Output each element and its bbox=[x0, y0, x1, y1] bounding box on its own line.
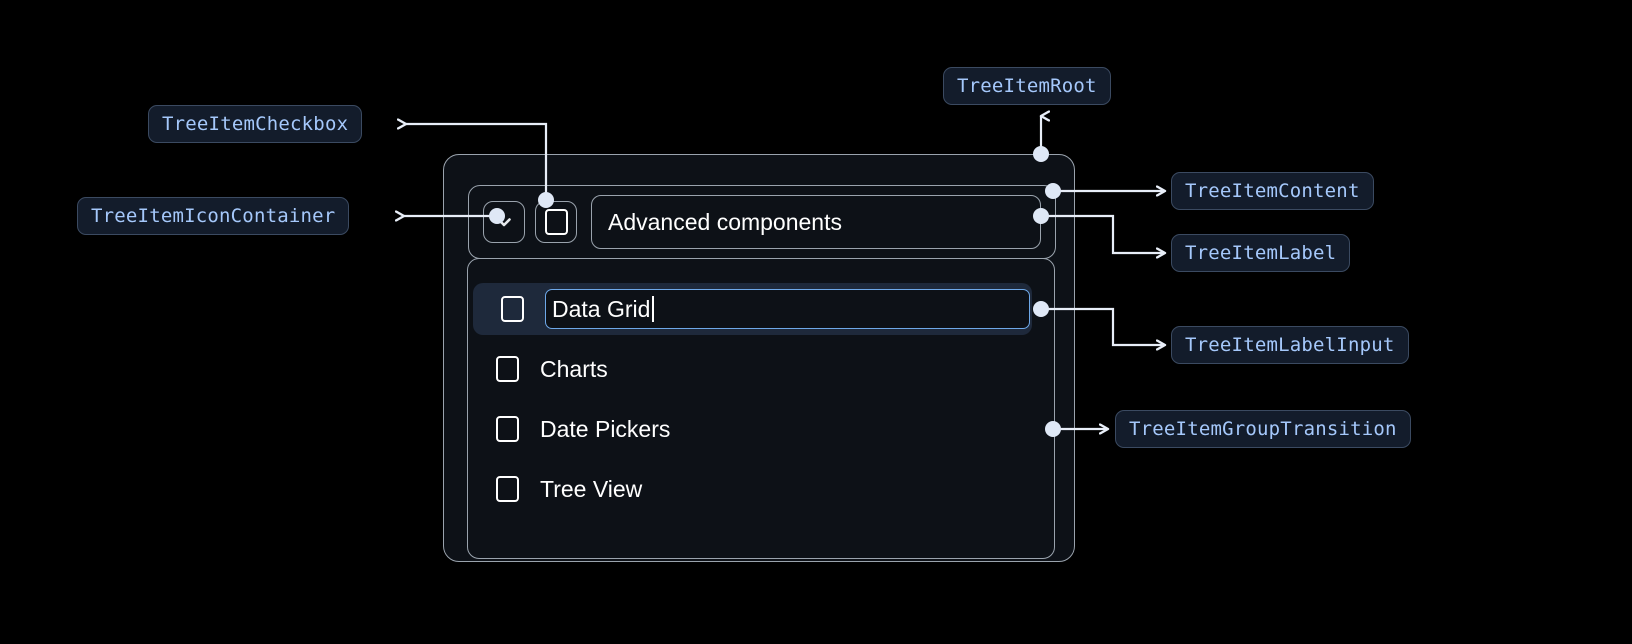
tree-item-label[interactable]: Advanced components bbox=[591, 195, 1041, 249]
tree-item-child-row[interactable]: Data Grid bbox=[473, 283, 1032, 335]
annotation-tree-item-content: TreeItemContent bbox=[1171, 172, 1374, 210]
tree-item-label-text: Date Pickers bbox=[540, 415, 671, 442]
annotation-label: TreeItemLabel bbox=[1185, 242, 1337, 264]
annotation-label: TreeItemRoot bbox=[957, 75, 1097, 97]
annotation-tree-item-checkbox: TreeItemCheckbox bbox=[148, 105, 363, 143]
tree-item-child-row[interactable]: Tree View bbox=[468, 463, 1054, 515]
annotation-label: TreeItemContent bbox=[1185, 180, 1360, 202]
text-caret bbox=[652, 296, 655, 322]
tree-item-group-transition: Data Grid Charts Date Pickers Tree View bbox=[467, 258, 1055, 559]
annotation-label: TreeItemGroupTransition bbox=[1129, 418, 1397, 440]
annotation-tree-item-root: TreeItemRoot bbox=[943, 67, 1111, 105]
tree-item-checkbox[interactable] bbox=[496, 356, 519, 382]
annotation-label: TreeItemIconContainer bbox=[91, 205, 336, 227]
tree-item-label-text: Tree View bbox=[540, 475, 643, 502]
tree-item-content[interactable]: Advanced components bbox=[468, 185, 1056, 259]
annotation-tree-item-label: TreeItemLabel bbox=[1171, 234, 1351, 272]
annotation-tree-item-group-transition: TreeItemGroupTransition bbox=[1115, 410, 1411, 448]
tree-item-child-row[interactable]: Charts bbox=[468, 343, 1054, 395]
tree-item-label-text: Advanced components bbox=[608, 208, 842, 235]
tree-item-label-text: Charts bbox=[540, 355, 608, 382]
tree-item-root[interactable]: Advanced components Data Grid Charts Dat… bbox=[443, 154, 1075, 562]
chevron-down-icon bbox=[497, 218, 511, 227]
annotation-label: TreeItemCheckbox bbox=[162, 113, 349, 135]
tree-item-checkbox[interactable] bbox=[496, 476, 519, 502]
tree-item-icon-container[interactable] bbox=[483, 201, 525, 243]
tree-item-label-input[interactable]: Data Grid bbox=[545, 289, 1030, 329]
annotation-tree-item-label-input: TreeItemLabelInput bbox=[1171, 326, 1409, 364]
tree-item-label-input-value: Data Grid bbox=[552, 295, 651, 322]
tree-item-checkbox[interactable] bbox=[496, 416, 519, 442]
tree-item-checkbox[interactable] bbox=[535, 201, 577, 243]
checkbox-square bbox=[544, 209, 568, 235]
tree-item-checkbox[interactable] bbox=[501, 296, 524, 322]
tree-item-child-row[interactable]: Date Pickers bbox=[468, 403, 1054, 455]
annotation-tree-item-icon-container: TreeItemIconContainer bbox=[77, 197, 350, 235]
annotation-label: TreeItemLabelInput bbox=[1185, 334, 1395, 356]
